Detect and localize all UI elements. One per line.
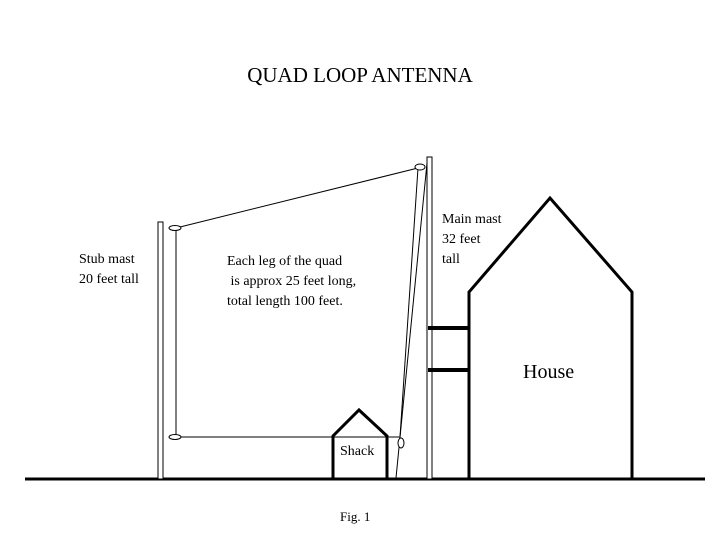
quad-loop-wire <box>175 162 428 479</box>
stub-mast <box>157 221 164 480</box>
insulator-stub-top <box>168 225 182 231</box>
mast-brackets <box>428 326 470 372</box>
diagram-title: QUAD LOOP ANTENNA <box>247 63 473 87</box>
insulator-stub-bottom <box>168 434 182 440</box>
house-label: House <box>523 361 575 383</box>
stub-mast-label: Stub mast 20 feet tall <box>79 252 139 287</box>
figure-caption: Fig. 1 <box>340 509 371 524</box>
shack-outline <box>331 407 389 478</box>
shack-label: Shack <box>340 444 375 459</box>
house-outline <box>467 195 634 478</box>
main-mast <box>426 156 433 480</box>
insulators <box>168 163 426 449</box>
insulator-feed <box>397 437 405 449</box>
quad-leg-label: Each leg of the quad is approx 25 feet l… <box>227 254 357 309</box>
main-mast-label: Main mast 32 feet tall <box>442 212 502 267</box>
insulator-main-top <box>414 163 426 171</box>
